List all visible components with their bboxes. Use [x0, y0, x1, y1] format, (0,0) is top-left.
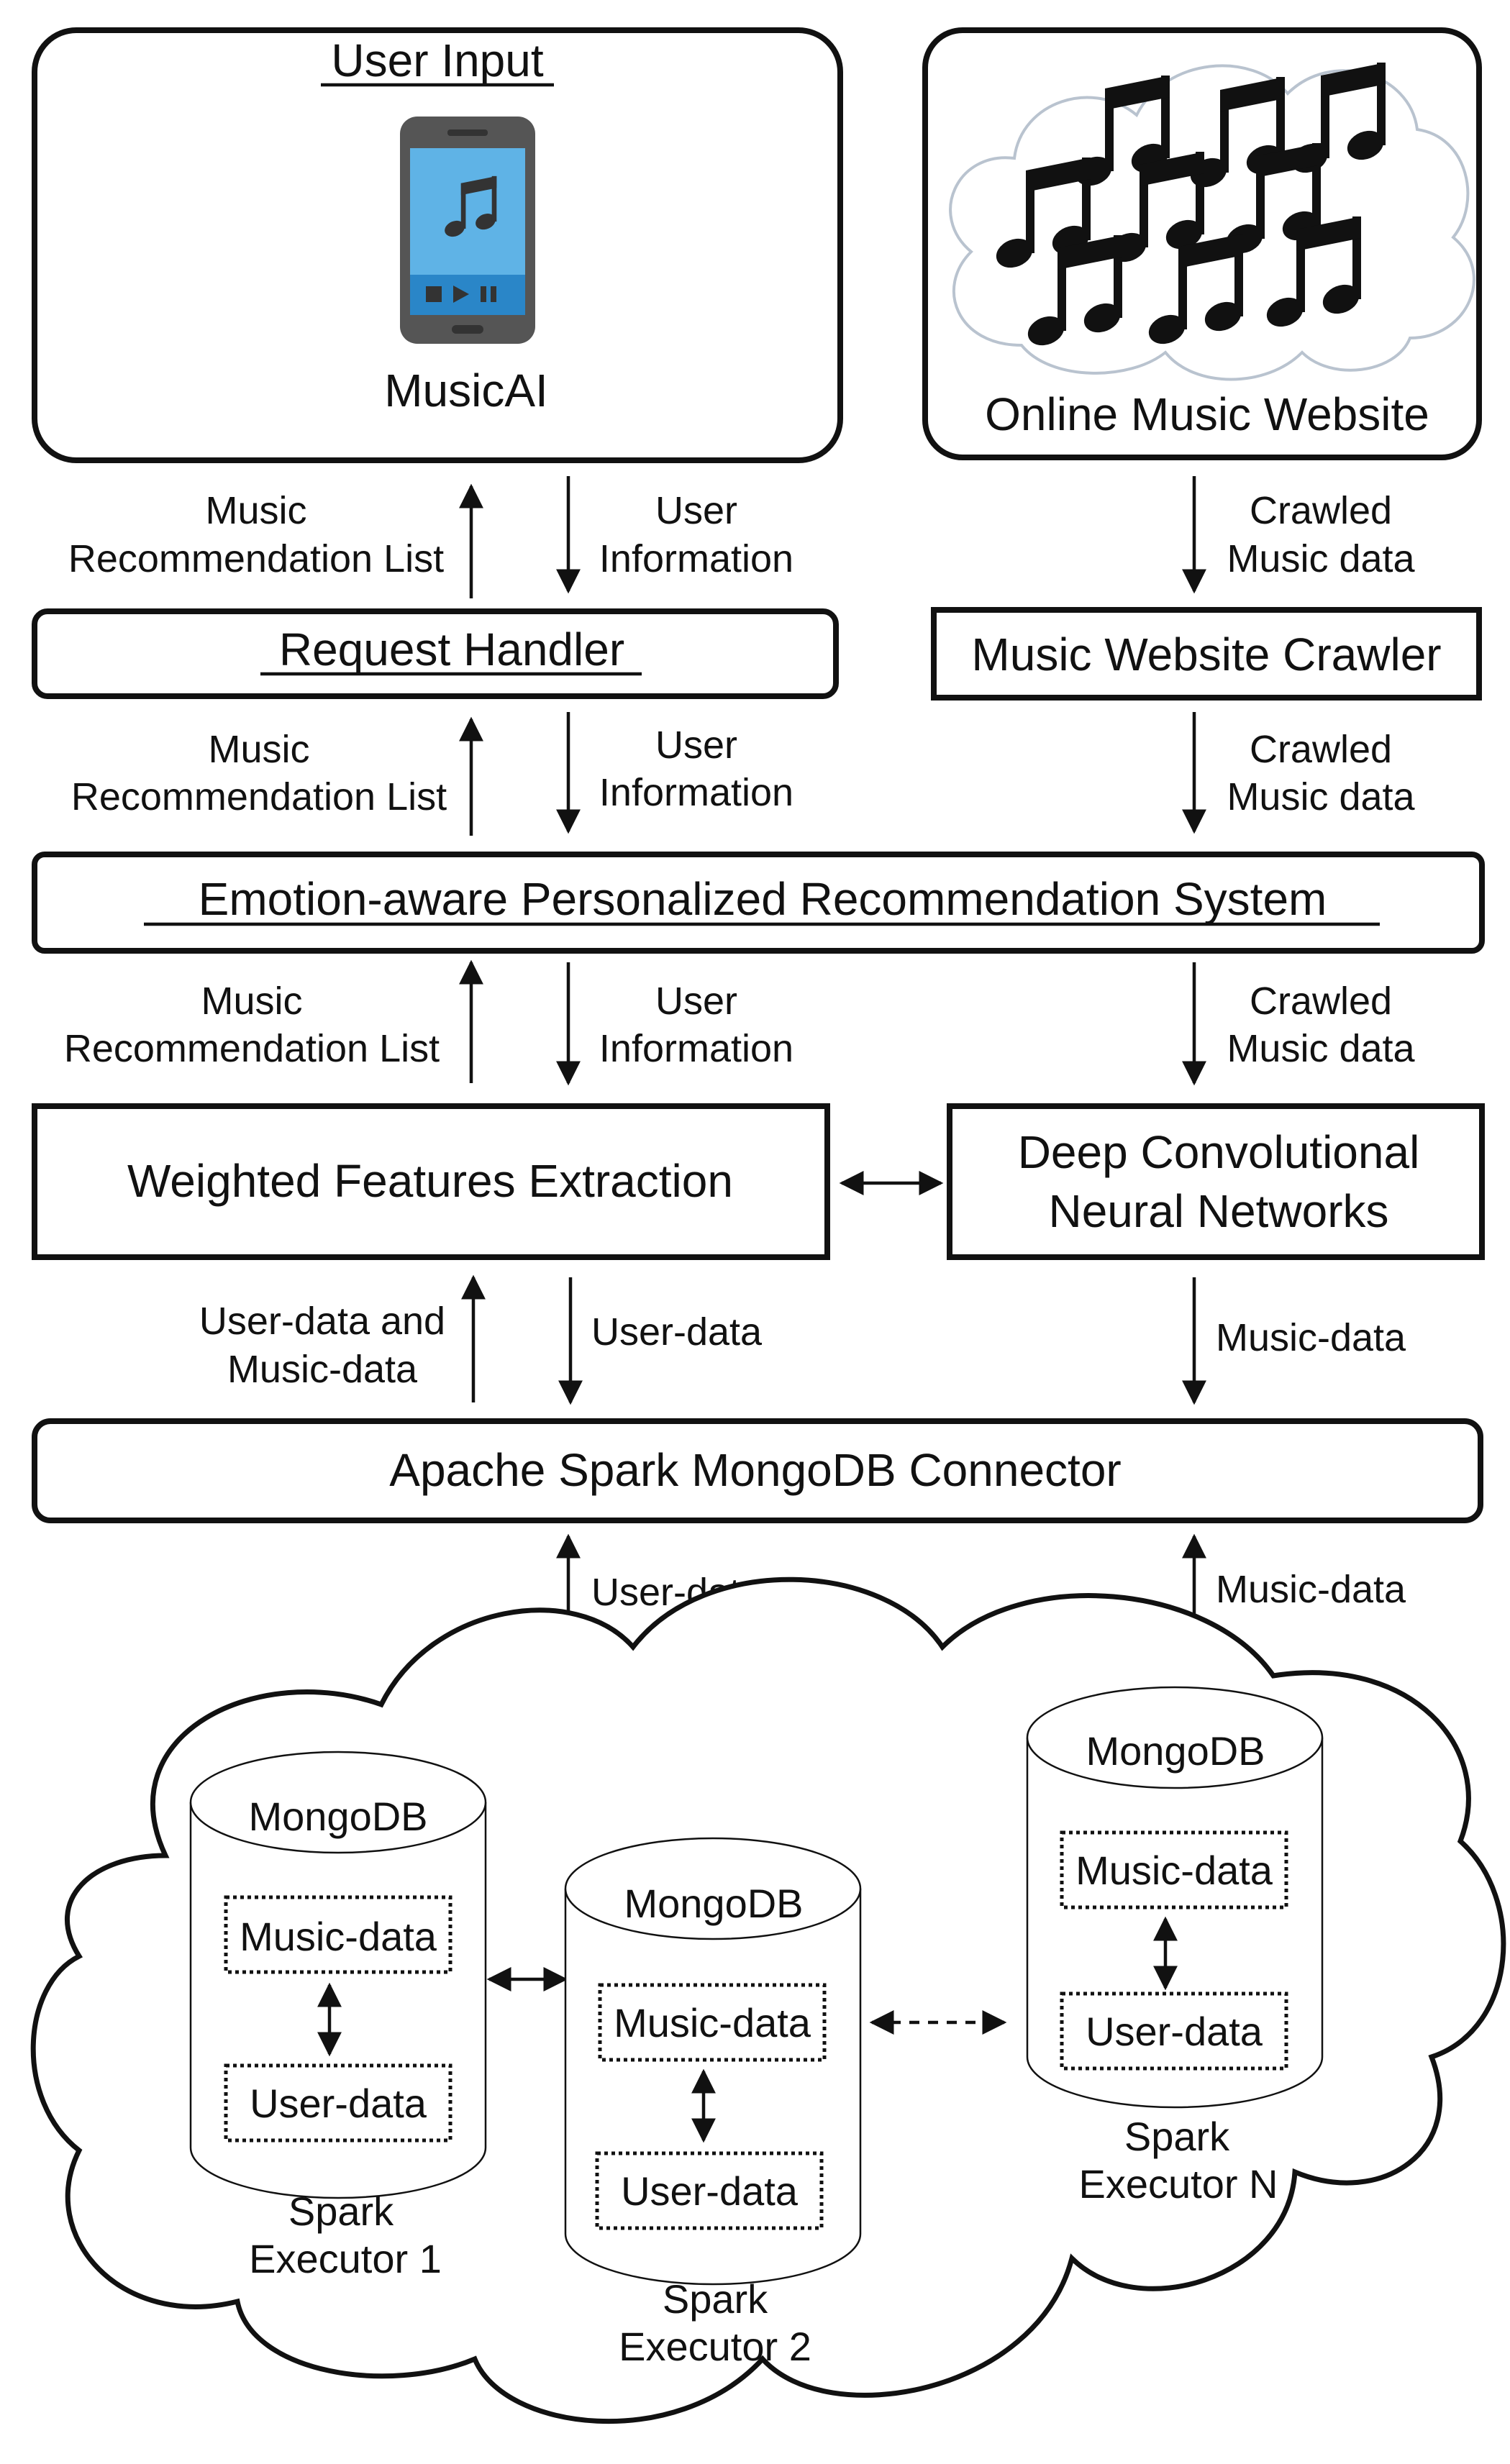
music-data-label: Music-data: [1075, 1848, 1273, 1893]
app-name: MusicAI: [384, 365, 548, 416]
crawler-label: Music Website Crawler: [971, 629, 1441, 680]
user-data-label: User-data: [621, 2168, 799, 2214]
executor-label-line2: Executor 1: [249, 2236, 442, 2281]
label-crawled: Crawled: [1250, 980, 1392, 1023]
online-music-panel: Online Music Website: [922, 27, 1482, 460]
arrows-row-4: User-data and Music-data User-data Music…: [199, 1274, 1406, 1405]
dcnn-line2: Neural Networks: [1048, 1185, 1388, 1237]
executor-label-line2: Executor 2: [619, 2324, 811, 2369]
arrows-row-1: Music Recommendation List User Informati…: [68, 476, 1416, 598]
executor-label-line1: Spark: [288, 2189, 394, 2234]
label-user: User: [655, 489, 737, 532]
recommendation-system-label: Emotion-aware Personalized Recommendatio…: [199, 873, 1327, 925]
label-music-data: Music data: [1227, 537, 1415, 580]
online-music-label: Online Music Website: [985, 388, 1429, 440]
label-crawled: Crawled: [1250, 728, 1392, 771]
music-data-label: Music-data: [240, 1914, 437, 1959]
arrows-row-3: Music Recommendation List User Informati…: [64, 959, 1416, 1086]
spark-executor-2: MongoDB Music-data User-data Spark Execu…: [564, 1837, 862, 2369]
crawler-box: Music Website Crawler: [931, 607, 1482, 701]
executor-label-line2: Executor N: [1079, 2161, 1278, 2207]
label-information: Information: [599, 771, 793, 814]
spark-executor-n: MongoDB Music-data User-data Spark Execu…: [1026, 1686, 1324, 2207]
user-input-panel: User Input MusicAI: [32, 27, 843, 463]
mongodb-label: MongoDB: [624, 1881, 803, 1926]
feature-extraction-box: Weighted Features Extraction: [32, 1103, 830, 1260]
recommendation-system-box: Emotion-aware Personalized Recommendatio…: [32, 852, 1485, 954]
label-music-data: Music-data: [227, 1348, 418, 1391]
request-handler-label: Request Handler: [279, 624, 624, 675]
spark-executor-1: MongoDB Music-data User-data Spark Execu…: [189, 1751, 487, 2281]
label-user: User: [655, 980, 737, 1023]
user-data-label: User-data: [250, 2081, 427, 2126]
label-music-data: Music-data: [1216, 1568, 1406, 1611]
label-recommendation-list: Recommendation List: [68, 537, 444, 580]
connector-label: Apache Spark MongoDB Connector: [389, 1444, 1121, 1496]
user-input-title: User Input: [331, 35, 543, 86]
dcnn-box: Deep Convolutional Neural Networks: [947, 1103, 1485, 1260]
executor-label-line1: Spark: [1124, 2114, 1230, 2159]
label-recommendation-list: Recommendation List: [64, 1027, 440, 1070]
label-information: Information: [599, 1027, 793, 1070]
label-music-data: Music data: [1227, 775, 1415, 818]
feature-extraction-label: Weighted Features Extraction: [127, 1155, 733, 1207]
arrows-row-2: Music Recommendation List User Informati…: [71, 712, 1416, 836]
label-music: Music: [208, 728, 309, 771]
label-music-data: Music-data: [1216, 1316, 1406, 1359]
label-user-data: User-data: [591, 1310, 763, 1354]
executor-label-line1: Spark: [663, 2276, 768, 2322]
dcnn-line1: Deep Convolutional: [1018, 1126, 1420, 1178]
smartphone-icon: [400, 117, 535, 344]
label-recommendation-list: Recommendation List: [71, 775, 447, 818]
label-music: Music: [205, 489, 306, 532]
user-data-label: User-data: [1086, 2009, 1263, 2054]
connector-box: Apache Spark MongoDB Connector: [32, 1418, 1483, 1523]
label-music-data: Music data: [1227, 1027, 1415, 1070]
mongodb-label: MongoDB: [1086, 1728, 1265, 1774]
music-data-label: Music-data: [614, 2000, 811, 2045]
label-music: Music: [201, 980, 302, 1023]
label-user-data-and: User-data and: [199, 1300, 445, 1343]
label-information: Information: [599, 537, 793, 580]
label-crawled: Crawled: [1250, 489, 1392, 532]
mongodb-label: MongoDB: [248, 1794, 427, 1839]
request-handler-box: Request Handler: [32, 608, 839, 699]
label-user: User: [655, 724, 737, 767]
